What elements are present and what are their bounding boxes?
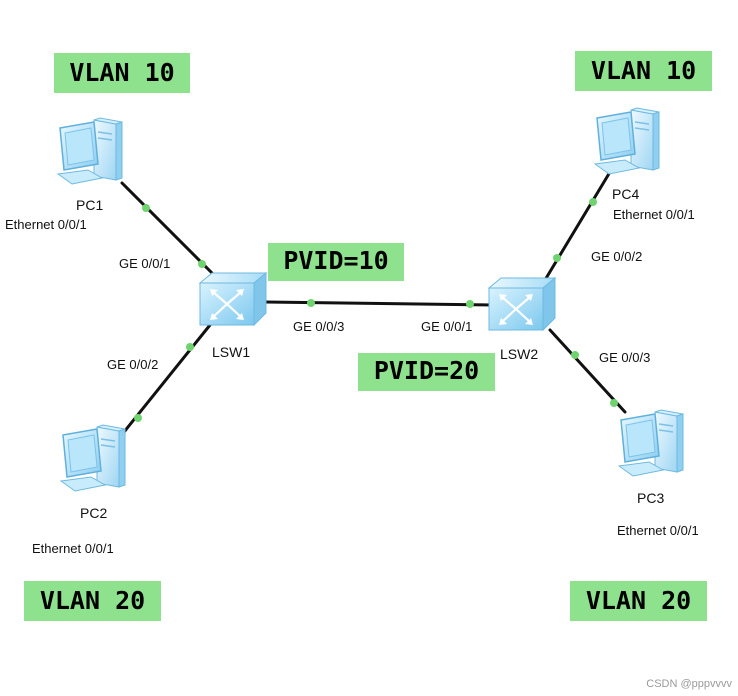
port-dot-lsw1-ge1 bbox=[198, 260, 206, 268]
link-lsw1-lsw2 bbox=[263, 300, 495, 307]
lsw1-ge2-label: GE 0/0/2 bbox=[107, 357, 159, 372]
pc1-port-label: Ethernet 0/0/1 bbox=[5, 217, 87, 232]
pc2-icon[interactable] bbox=[60, 424, 126, 492]
watermark: CSDN @pppvvvv bbox=[646, 678, 732, 690]
pvid-label-lower: PVID=20 bbox=[358, 353, 495, 391]
pc3-label: PC3 bbox=[637, 490, 665, 506]
port-dot-pc2 bbox=[134, 414, 142, 422]
port-dot-lsw2-ge3 bbox=[571, 351, 579, 359]
lsw2-ge1-label: GE 0/0/1 bbox=[421, 319, 473, 334]
pvid-label-upper: PVID=10 bbox=[268, 243, 404, 281]
lsw1-switch-icon[interactable] bbox=[198, 271, 268, 327]
link-lsw2-pc3 bbox=[548, 328, 627, 414]
vlan-label-top-right: VLAN 10 bbox=[575, 51, 712, 91]
pc1-label: PC1 bbox=[76, 197, 104, 213]
port-dot-lsw2-ge2 bbox=[553, 254, 561, 262]
lsw1-ge1-label: GE 0/0/1 bbox=[119, 256, 171, 271]
port-dot-lsw1-ge3 bbox=[307, 299, 315, 307]
link-pc1-lsw1 bbox=[120, 181, 214, 275]
port-dot-pc3 bbox=[610, 399, 618, 407]
lsw2-ge3-label: GE 0/0/3 bbox=[599, 350, 651, 365]
lsw2-label: LSW2 bbox=[500, 346, 539, 362]
pc4-port-label: Ethernet 0/0/1 bbox=[613, 207, 695, 222]
port-dots bbox=[134, 198, 618, 422]
pc4-icon[interactable] bbox=[594, 107, 660, 175]
pc4-label: PC4 bbox=[612, 186, 640, 202]
port-dot-pc1 bbox=[142, 204, 150, 212]
link-lsw1-pc2 bbox=[118, 323, 212, 439]
pc1-icon[interactable] bbox=[57, 117, 123, 185]
lsw1-label: LSW1 bbox=[212, 344, 251, 360]
port-dot-lsw2-ge1 bbox=[466, 300, 474, 308]
pc2-label: PC2 bbox=[80, 505, 108, 521]
lsw2-switch-icon[interactable] bbox=[487, 276, 557, 332]
vlan-label-top-left: VLAN 10 bbox=[54, 53, 190, 93]
port-dot-lsw1-ge2 bbox=[186, 343, 194, 351]
port-dot-pc4 bbox=[589, 198, 597, 206]
link-lsw2-pc4 bbox=[543, 170, 612, 282]
pc3-icon[interactable] bbox=[618, 409, 684, 477]
vlan-label-bottom-left: VLAN 20 bbox=[24, 581, 161, 621]
pc2-port-label: Ethernet 0/0/1 bbox=[32, 541, 114, 556]
vlan-label-bottom-right: VLAN 20 bbox=[570, 581, 707, 621]
lsw2-ge2-label: GE 0/0/2 bbox=[591, 249, 643, 264]
lsw1-ge3-label: GE 0/0/3 bbox=[293, 319, 345, 334]
pc3-port-label: Ethernet 0/0/1 bbox=[617, 523, 699, 538]
